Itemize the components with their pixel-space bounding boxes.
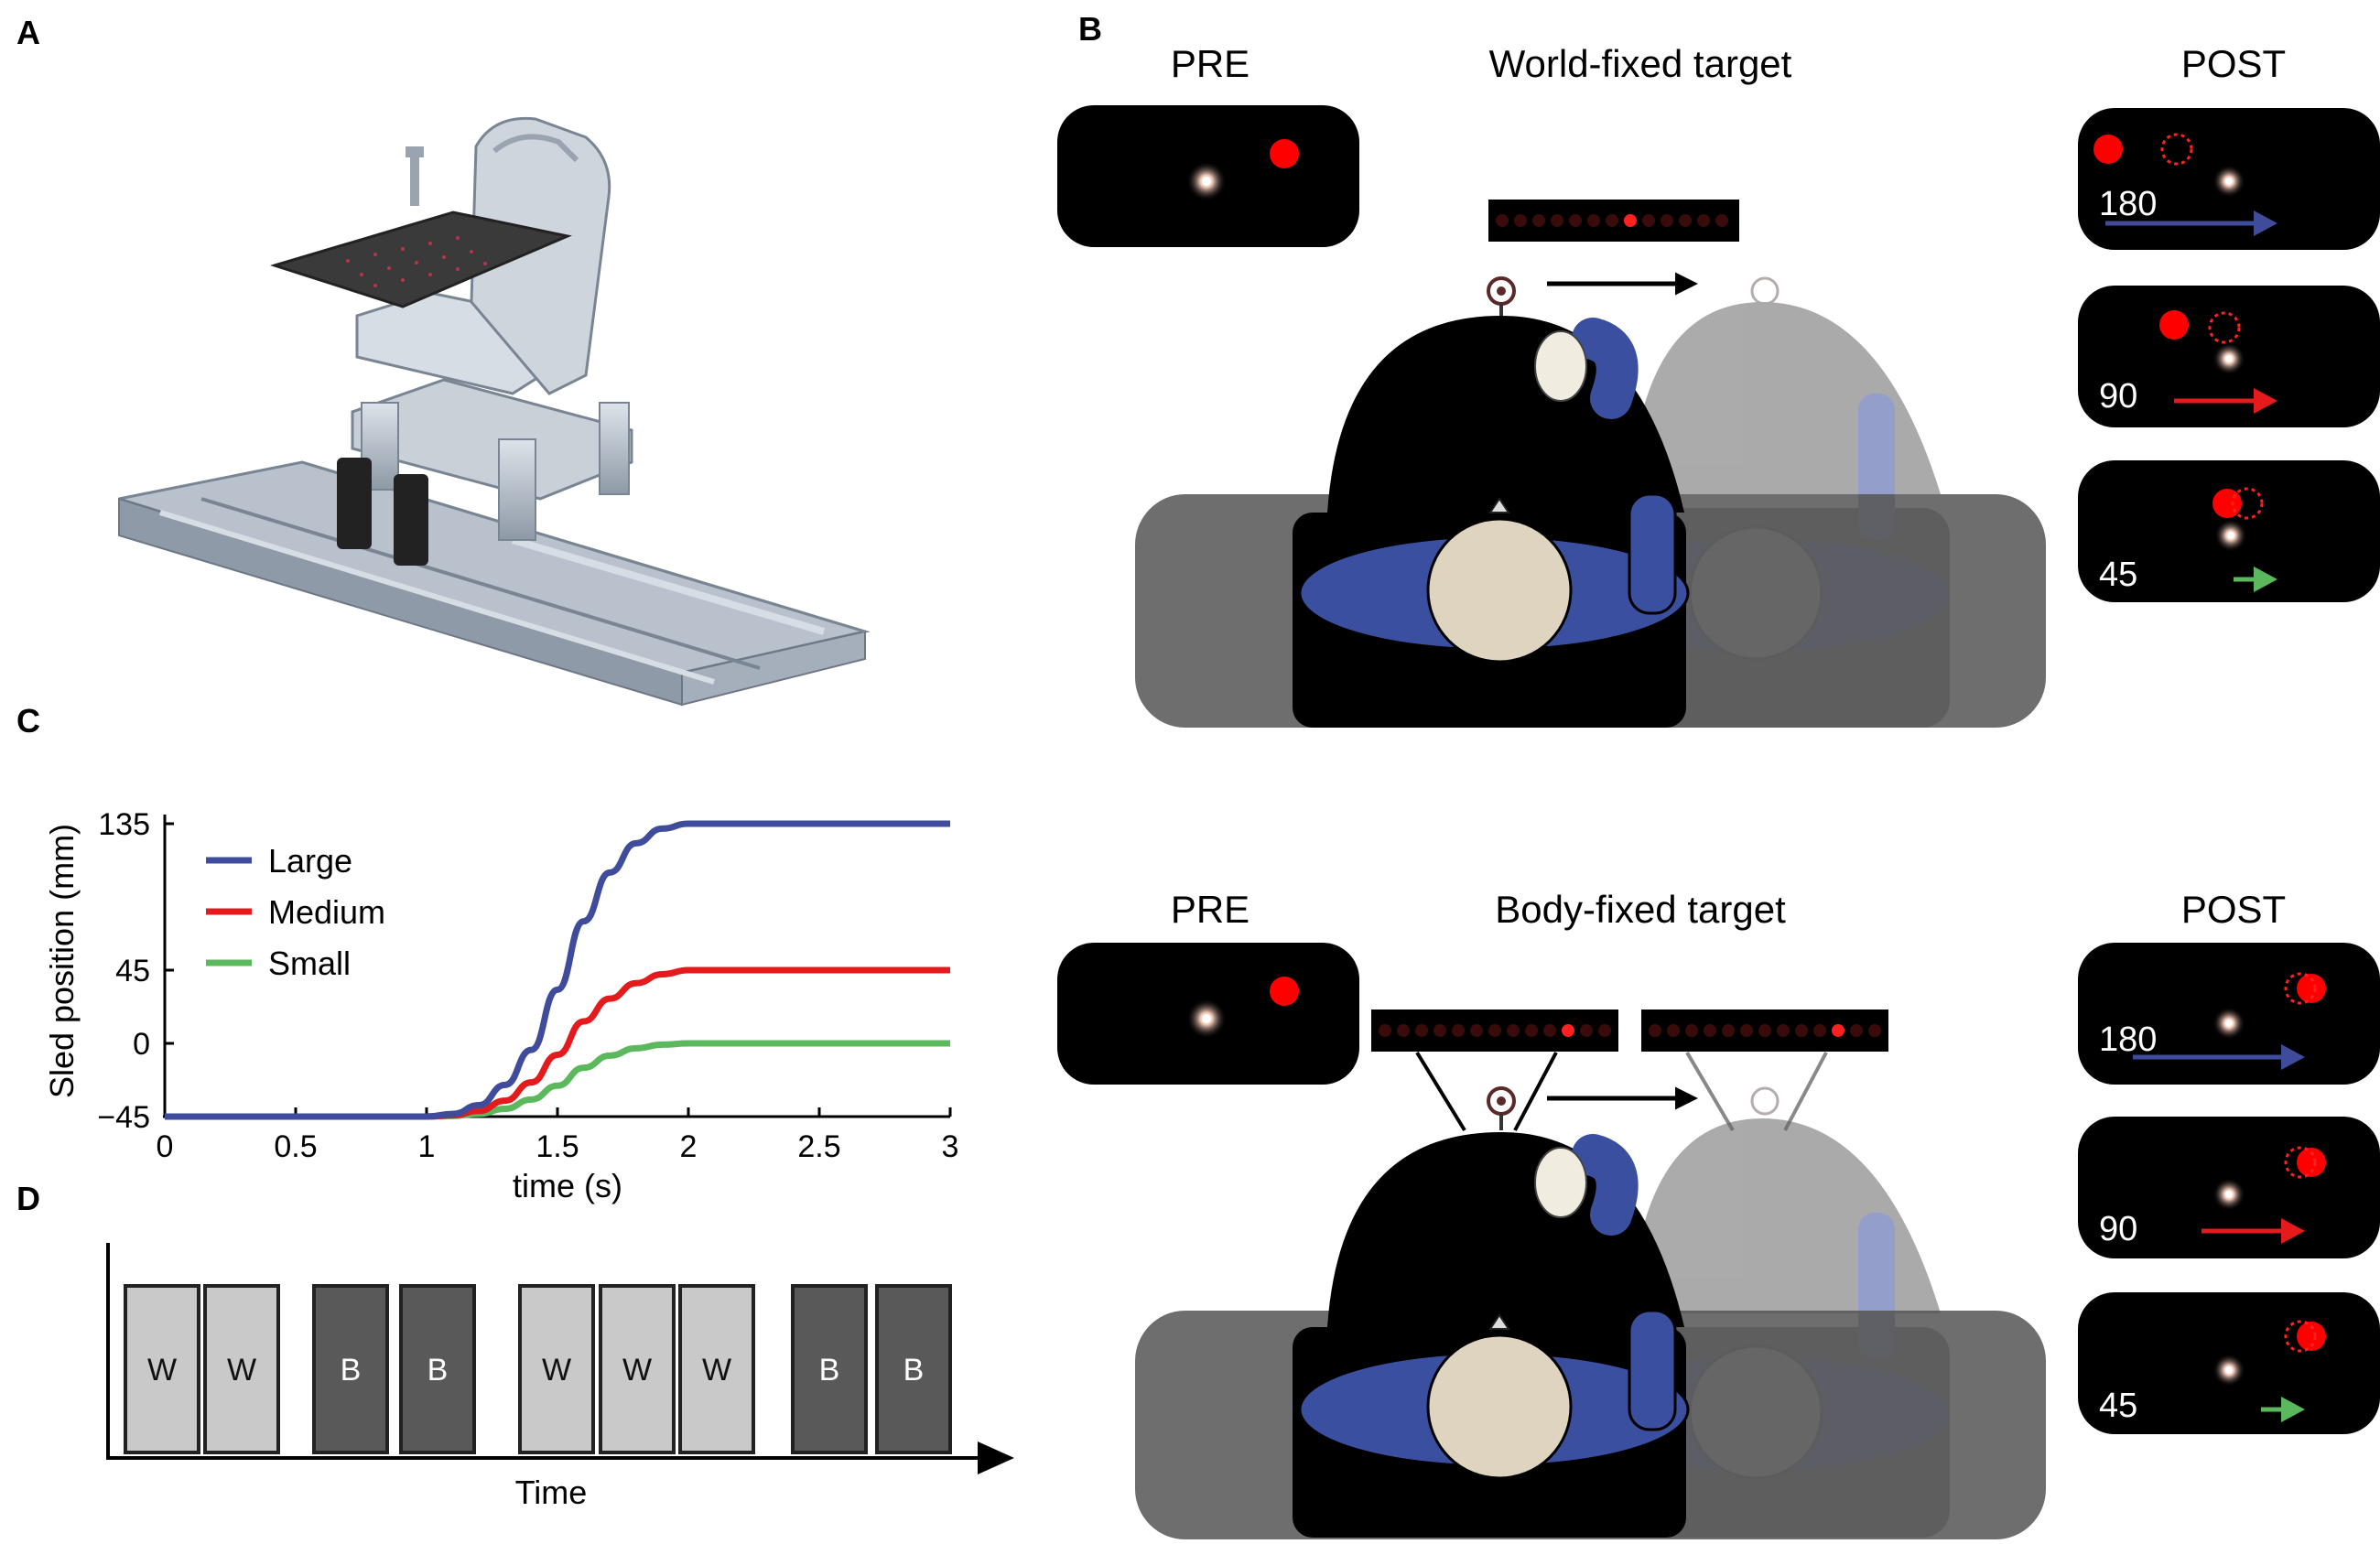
- led-bar-body-moved: [1641, 1010, 1888, 1052]
- time-arrowhead: [978, 1441, 1014, 1474]
- block-body: [312, 1284, 389, 1454]
- subject-world-start: [1135, 276, 2046, 728]
- x-tick-label: 0.5: [274, 1129, 317, 1164]
- block-label: W: [622, 1353, 652, 1387]
- block-world: [124, 1284, 200, 1454]
- block-world: [678, 1284, 755, 1454]
- block-label: W: [702, 1353, 731, 1387]
- pre-title-body: PRE: [1171, 888, 1250, 931]
- legend-label-large: Large: [268, 842, 352, 880]
- block-label: W: [147, 1353, 177, 1387]
- panel-label-c: C: [16, 702, 40, 740]
- subject-body-start: [1135, 1086, 2046, 1539]
- y-axis-label: Sled position (mm): [43, 824, 81, 1098]
- world-fixed-title: World-fixed target: [1489, 42, 1792, 85]
- pre-screen-world: [1057, 105, 1359, 247]
- block-label: W: [542, 1353, 571, 1387]
- x-tick-label: 0: [157, 1129, 174, 1164]
- block-body: [791, 1284, 868, 1454]
- x-axis-label: time (s): [513, 1167, 622, 1204]
- legend-label-small: Small: [268, 945, 351, 982]
- d-time-label: Time: [515, 1474, 588, 1511]
- block-label: B: [341, 1353, 362, 1387]
- post-screen-world-45: [2078, 460, 2380, 602]
- block-world: [599, 1284, 676, 1454]
- pre-screen-body: [1057, 943, 1359, 1085]
- x-tick-label: 3: [942, 1129, 959, 1164]
- block-world: [203, 1284, 280, 1454]
- y-tick-label: 135: [98, 807, 150, 842]
- post-title-world: POST: [2181, 42, 2286, 85]
- block-sequence: W W B B W W W B B Time: [106, 1243, 1014, 1511]
- post-title-body: POST: [2181, 888, 2286, 931]
- panel-label-d: D: [16, 1180, 40, 1217]
- post-label-world-45: 45: [2099, 556, 2137, 594]
- y-tick-label: 45: [115, 954, 150, 988]
- led-grid-dots: [346, 236, 487, 287]
- x-tick-label: 2: [680, 1129, 698, 1164]
- post-label-world-90: 90: [2099, 377, 2137, 416]
- led-bar-world: [1488, 200, 1739, 242]
- block-label: W: [227, 1353, 256, 1387]
- body-fixed-links: [1415, 1051, 1828, 1132]
- post-label-body-90: 90: [2099, 1210, 2137, 1248]
- block-body: [399, 1284, 476, 1454]
- post-screen-body-45: [2078, 1292, 2380, 1434]
- post-label-body-180: 180: [2099, 1020, 2157, 1059]
- block-label: B: [819, 1353, 840, 1387]
- body-fixed-title: Body-fixed target: [1495, 888, 1786, 931]
- post-screen-world-90: [2078, 286, 2380, 427]
- post-screen-body-90: [2078, 1117, 2380, 1258]
- block-world: [518, 1284, 595, 1454]
- legend-label-medium: Medium: [268, 893, 385, 931]
- block-body: [875, 1284, 952, 1454]
- x-tick-label: 2.5: [797, 1129, 840, 1164]
- panel-label-a: A: [16, 14, 40, 51]
- x-tick-label: 1: [418, 1129, 436, 1164]
- post-label-world-180: 180: [2099, 185, 2157, 223]
- post-label-body-45: 45: [2099, 1387, 2137, 1425]
- post-screen-world-180: [2078, 108, 2380, 250]
- led-bar-body-start: [1371, 1010, 1618, 1052]
- block-label: B: [903, 1353, 925, 1387]
- x-tick-label: 1.5: [536, 1129, 579, 1164]
- sled-apparatus-illustration: [118, 116, 871, 707]
- panel-label-b: B: [1078, 10, 1102, 48]
- y-tick-label: −45: [97, 1100, 150, 1135]
- y-tick-label: 0: [133, 1027, 150, 1062]
- post-screen-body-180: [2078, 943, 2380, 1085]
- series-line-large: [165, 820, 950, 1120]
- pre-title-world: PRE: [1171, 42, 1250, 85]
- block-label: B: [427, 1353, 449, 1387]
